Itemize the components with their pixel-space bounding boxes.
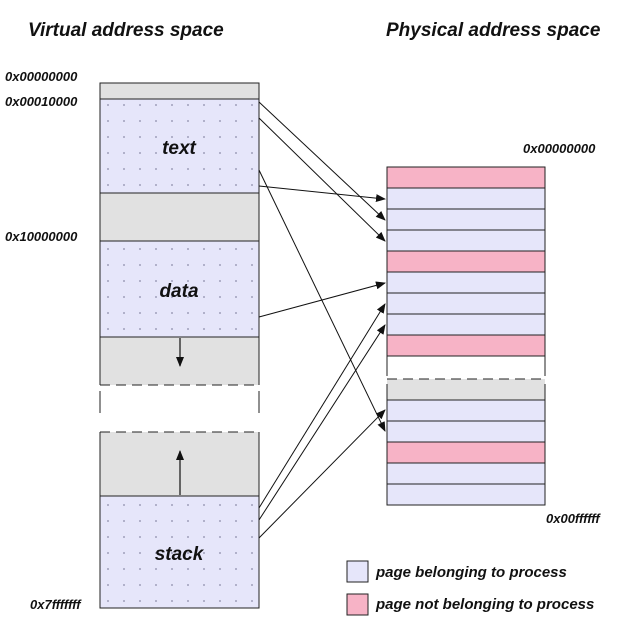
mapping-arrow (258, 324, 386, 521)
page-mapping-arrows (258, 101, 386, 539)
physical-unused-region (387, 379, 545, 400)
physical-address-start: 0x00000000 (523, 141, 596, 156)
mapping-arrow (258, 185, 386, 203)
legend-label-not-belonging: page not belonging to process (375, 596, 594, 613)
virtual-address-end: 0x7fffffff (30, 597, 82, 612)
physical-page-foreign (386, 334, 546, 357)
mapping-arrow (258, 281, 386, 318)
physical-page-process (386, 229, 546, 252)
virtual-gap-region (99, 192, 260, 242)
virtual-address-text-start: 0x00010000 (5, 94, 78, 109)
mapping-arrow (258, 101, 386, 221)
physical-page-process (386, 292, 546, 315)
physical-page-process (386, 313, 546, 336)
mapping-arrow (258, 303, 386, 509)
physical-address-column (386, 166, 546, 506)
virtual-address-start: 0x00000000 (5, 69, 78, 84)
virtual-address-column (99, 82, 260, 609)
legend-swatch-belonging (346, 560, 369, 583)
stack-segment-dots (100, 496, 259, 608)
physical-page-process (386, 271, 546, 294)
legend-swatch-not-belonging (346, 593, 369, 616)
stack-segment-label: stack (155, 544, 205, 565)
legend: page belonging to process page not belon… (346, 560, 594, 616)
mapping-arrow (258, 409, 386, 539)
physical-page-process (386, 483, 546, 506)
physical-page-process (386, 187, 546, 210)
physical-address-end: 0x00ffffff (546, 511, 601, 526)
data-segment-label: data (159, 281, 199, 302)
mapping-arrow (258, 117, 386, 242)
physical-page-process (386, 399, 546, 422)
virtual-reserved-region (99, 82, 260, 100)
physical-page-foreign (386, 441, 546, 464)
unmapped-gap (100, 386, 259, 432)
data-segment-dots (100, 241, 259, 337)
physical-page-foreign (386, 250, 546, 273)
virtual-address-data-start: 0x10000000 (5, 229, 78, 244)
text-segment-label: text (162, 138, 196, 159)
legend-label-belonging: page belonging to process (375, 564, 567, 581)
physical-page-process (386, 462, 546, 485)
physical-space-heading: Physical address space (386, 20, 601, 41)
physical-page-process (386, 420, 546, 443)
text-segment-dots (100, 99, 259, 193)
physical-page-foreign (386, 166, 546, 189)
virtual-space-heading: Virtual address space (28, 20, 224, 41)
physical-page-process (386, 208, 546, 231)
